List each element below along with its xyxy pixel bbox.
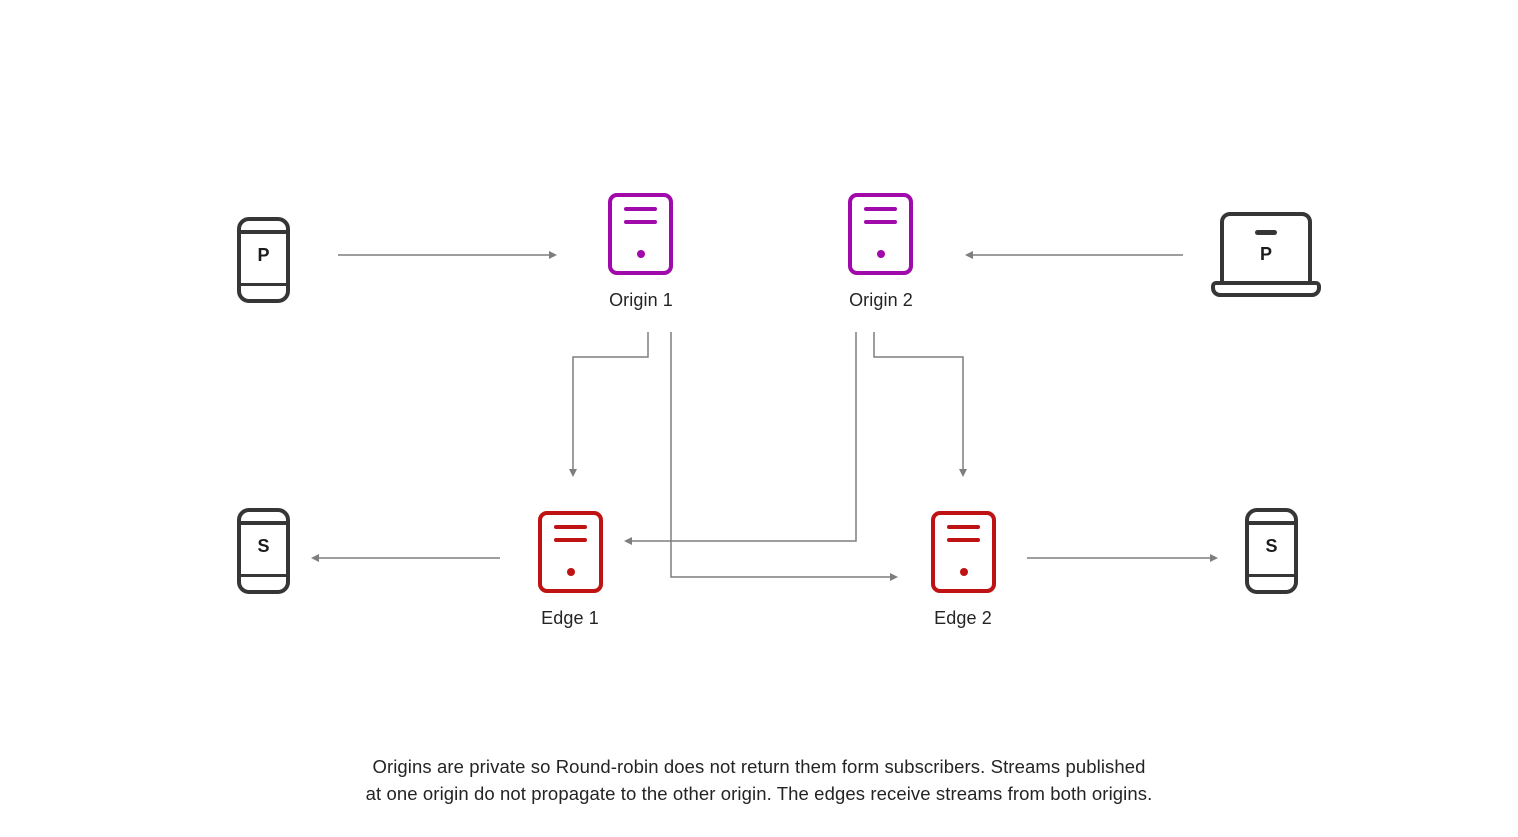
origin2-server-icon: [848, 193, 913, 275]
laptop-base: [1211, 281, 1321, 297]
caption-line-2: at one origin do not propagate to the ot…: [365, 783, 1153, 804]
caption-line-1: Origins are private so Round-robin does …: [372, 756, 1146, 777]
publisher-phone-icon: P: [237, 217, 290, 303]
subscriber-phone-right-letter: S: [1265, 536, 1278, 556]
server-power-dot: [959, 568, 968, 576]
publisher-phone-letter: P: [257, 245, 270, 265]
origin1-server-icon: [608, 193, 673, 275]
server-power-dot: [566, 568, 575, 576]
edge2-label: Edge 2: [934, 608, 992, 628]
edge1-label: Edge 1: [541, 608, 599, 628]
phone-top-bar: [240, 230, 287, 234]
server-slot: [947, 525, 980, 529]
server-slot: [864, 207, 897, 211]
origin1-label: Origin 1: [609, 290, 673, 310]
server-slot: [554, 538, 587, 542]
publisher-laptop-letter: P: [1259, 244, 1272, 264]
arrow-origin1-to-edge1: [569, 332, 649, 477]
arrow-origin2-to-edge1: [624, 332, 857, 545]
arrow-origin1-to-edge2: [670, 332, 898, 581]
server-slot: [624, 207, 657, 211]
laptop-camera-dash: [1255, 230, 1277, 235]
edge1-server-icon: [538, 511, 603, 593]
laptop-screen: P: [1220, 212, 1312, 285]
phone-top-bar: [1248, 521, 1295, 525]
subscriber-phone-left-letter: S: [257, 536, 270, 556]
server-slot: [624, 220, 657, 224]
origin2-label: Origin 2: [849, 290, 913, 310]
edge2-server-icon: [931, 511, 996, 593]
server-power-dot: [876, 250, 885, 258]
server-slot: [947, 538, 980, 542]
server-slot: [864, 220, 897, 224]
phone-top-bar: [240, 521, 287, 525]
phone-bottom-bar: [1248, 574, 1295, 577]
subscriber-phone-right-icon: S: [1245, 508, 1298, 594]
phone-bottom-bar: [240, 283, 287, 286]
arrow-origin2-to-edge2: [873, 332, 967, 477]
publisher-laptop-icon: P: [1211, 212, 1321, 298]
diagram-caption: Origins are private so Round-robin does …: [0, 753, 1518, 807]
phone-bottom-bar: [240, 574, 287, 577]
subscriber-phone-left-icon: S: [237, 508, 290, 594]
server-slot: [554, 525, 587, 529]
server-power-dot: [636, 250, 645, 258]
